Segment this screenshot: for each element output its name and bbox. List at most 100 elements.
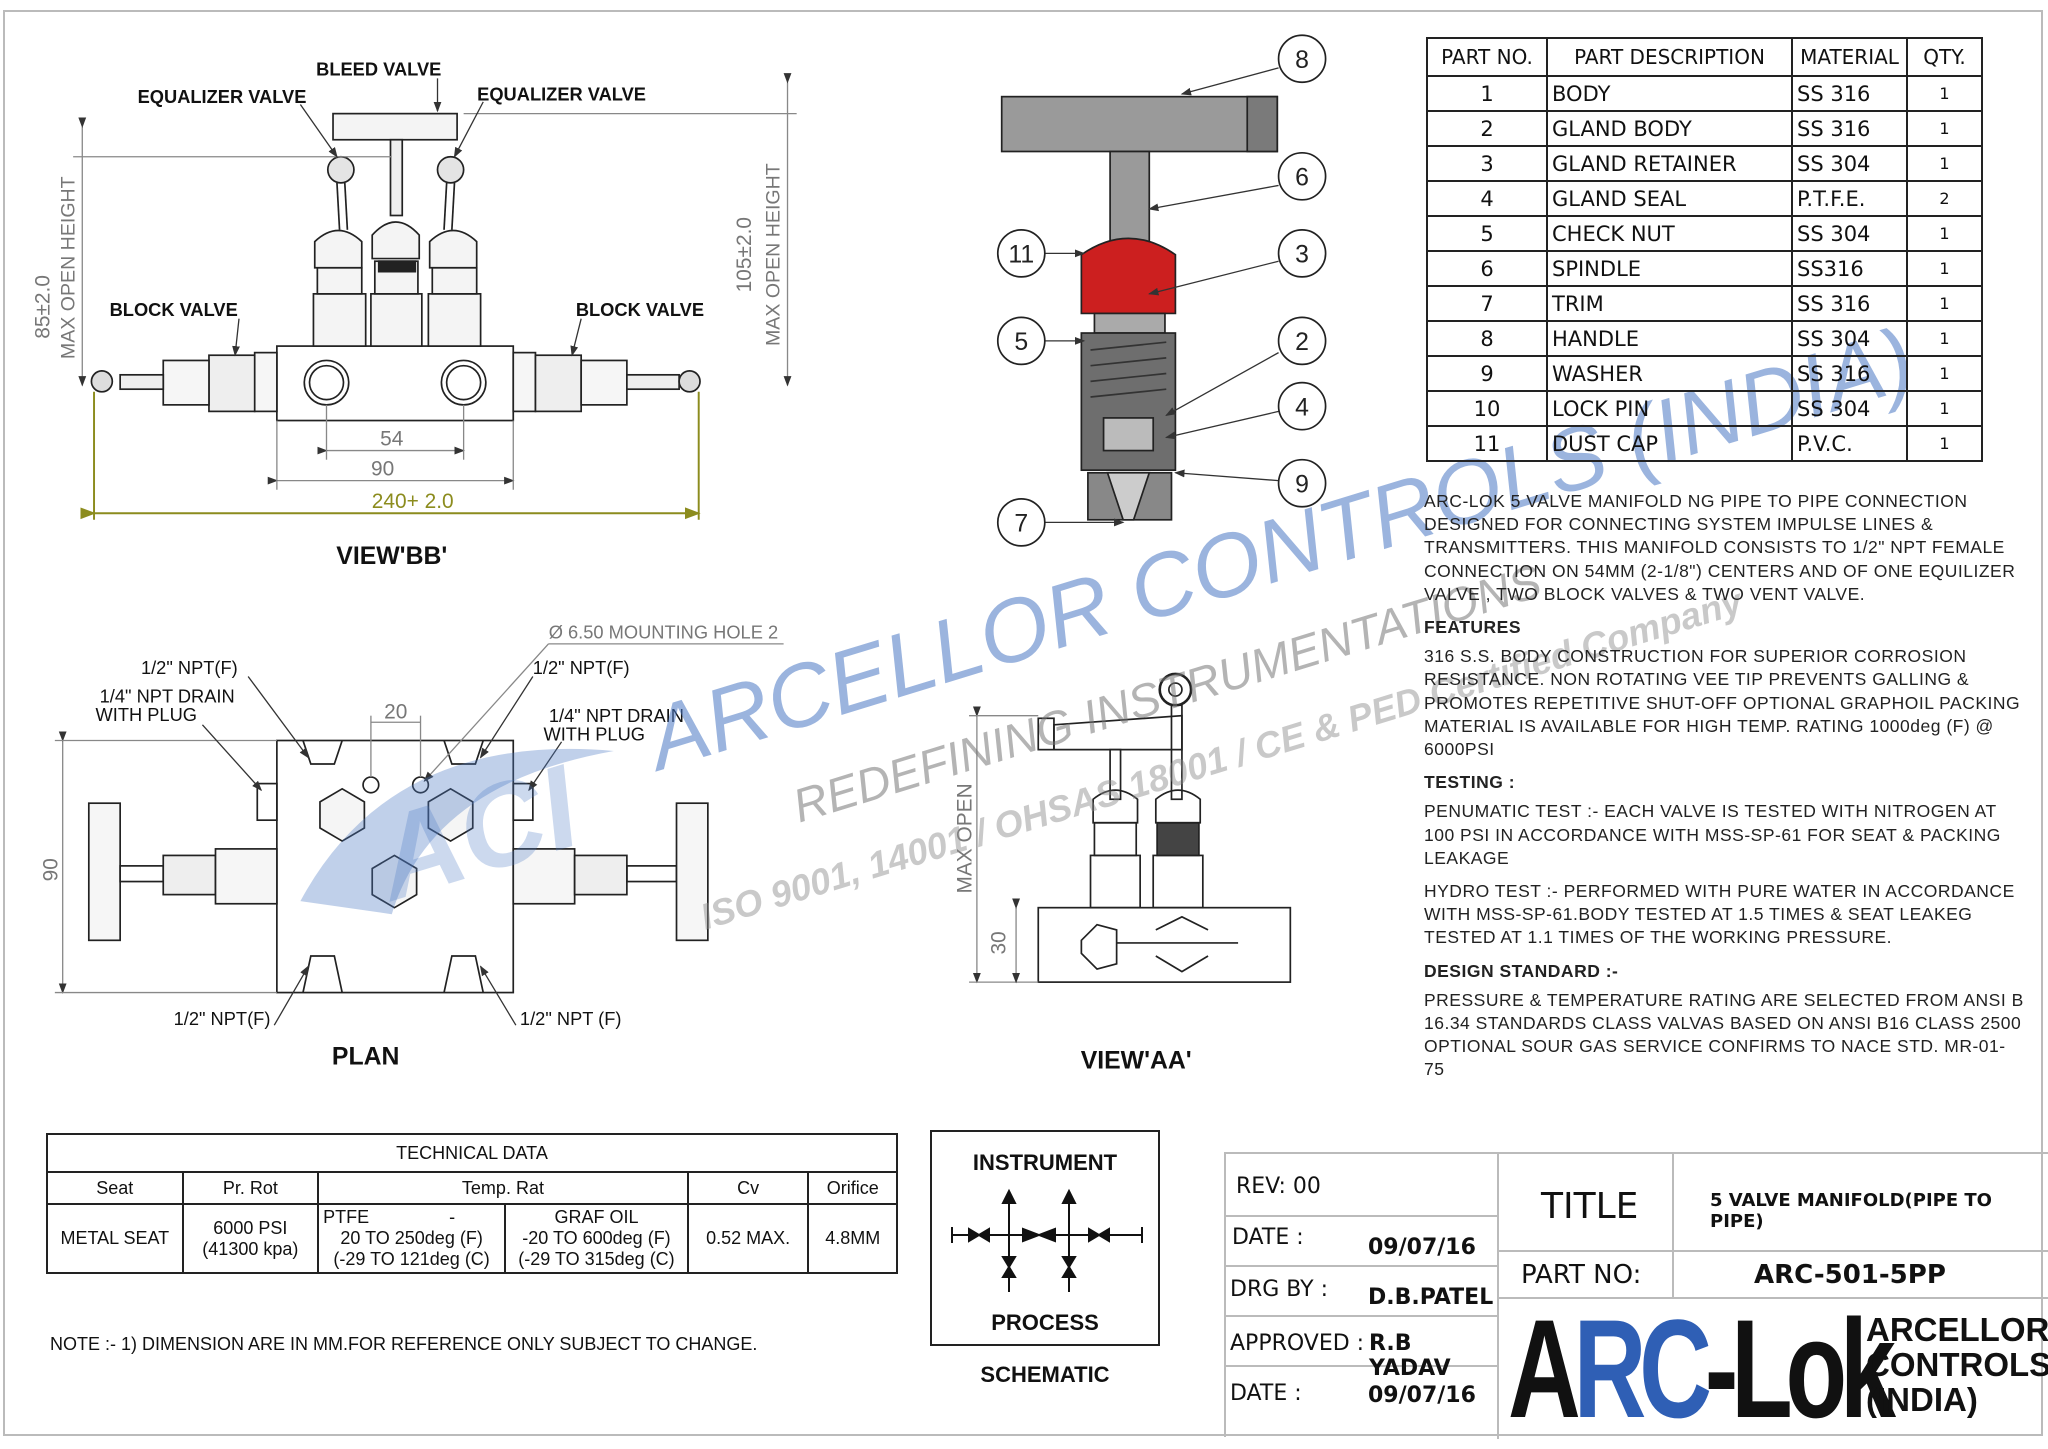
part-description: TRIM (1546, 285, 1793, 322)
label-block-left: BLOCK VALVE (110, 299, 238, 320)
part-no: 1 (1426, 75, 1548, 112)
tech-ptfe: PTFE -20 TO 250deg (F)(-29 TO 121deg (C) (317, 1203, 507, 1274)
schematic-process: PROCESS (991, 1310, 1099, 1335)
part-description: LOCK PIN (1546, 390, 1793, 427)
part-material: SS 316 (1791, 285, 1908, 322)
tech-cv: 0.52 MAX. (686, 1203, 810, 1274)
label-drain-l2: WITH PLUG (96, 704, 197, 725)
label-npt-bl: 1/2" NPT(F) (174, 1008, 271, 1029)
part-qty: 1 (1906, 215, 1983, 252)
balloon-8: 8 (1295, 47, 1309, 74)
aci-logo-swoosh (300, 748, 614, 915)
design-standard-heading: DESIGN STANDARD :- (1424, 960, 1619, 981)
part-material: SS316 (1791, 250, 1908, 287)
dim-left-label: MAX OPEN HEIGHT (57, 176, 79, 359)
tech-title: TECHNICAL DATA (46, 1133, 898, 1173)
part-material: SS 316 (1791, 75, 1908, 112)
plan-dim-90: 90 (39, 858, 62, 881)
view-bb (73, 73, 797, 520)
logo-lok: -Lok (1704, 1290, 1896, 1447)
pressure-psi: 6000 PSI (213, 1217, 288, 1238)
label-equalizer-left: EQUALIZER VALVE (138, 86, 307, 107)
balloon-9: 9 (1295, 471, 1309, 498)
rev-label: REV: 00 (1236, 1174, 1321, 1199)
schematic-box: INSTRUMENT PROCESS (930, 1130, 1160, 1346)
testing-heading: TESTING : (1424, 772, 1516, 793)
part-qty: 1 (1906, 75, 1983, 112)
dim-85: 85±2.0 (32, 275, 55, 339)
part-description: WASHER (1546, 355, 1793, 392)
drawing-title: 5 VALVE MANIFOLD(PIPE TO PIPE) (1710, 1190, 1992, 1232)
date2-label: DATE : (1230, 1381, 1302, 1406)
part-description: GLAND SEAL (1546, 180, 1793, 217)
part-qty: 1 (1906, 285, 1983, 322)
part-material: P.T.F.E. (1791, 180, 1908, 217)
part-material: SS 304 (1791, 390, 1908, 427)
part-material: P.V.C. (1791, 425, 1908, 462)
part-qty: 1 (1906, 390, 1983, 427)
label-npt-tl: 1/2" NPT(F) (141, 657, 238, 678)
schematic-symbol-icon (951, 1188, 1143, 1292)
grafoil-c: (-29 TO 315deg (C) (518, 1249, 675, 1269)
drg-by-label: DRG BY : (1230, 1277, 1329, 1302)
part-description: SPINDLE (1546, 250, 1793, 287)
view-aa-title: VIEW'AA' (1081, 1047, 1192, 1074)
part-no: 8 (1426, 320, 1548, 357)
logo-a: A (1508, 1290, 1581, 1447)
tech-pressure: 6000 PSI(41300 kpa) (181, 1203, 320, 1274)
label-drain-r1: 1/4" NPT DRAIN (549, 705, 684, 726)
tech-header-temp: Temp. Rat (317, 1171, 689, 1205)
dim-240: 240+ 2.0 (372, 490, 454, 513)
label-drain-l1: 1/4" NPT DRAIN (100, 686, 235, 707)
part-description: HANDLE (1546, 320, 1793, 357)
dim-105: 105±2.0 (733, 217, 756, 292)
approved-value: R.B YADAV (1369, 1331, 1451, 1381)
part-qty: 1 (1906, 425, 1983, 462)
cutaway-view (1000, 67, 1279, 527)
date2-value: 09/07/16 (1368, 1383, 1476, 1408)
label-block-right: BLOCK VALVE (576, 299, 704, 320)
part-material: SS 304 (1791, 320, 1908, 357)
pneumatic-test-text: PENUMATIC TEST :- EACH VALVE IS TESTED W… (1424, 801, 2001, 868)
part-no: 10 (1426, 390, 1548, 427)
part-qty: 1 (1906, 320, 1983, 357)
tech-header-seat: Seat (46, 1171, 184, 1205)
dim-right-label: MAX OPEN HEIGHT (763, 163, 785, 346)
dim-max-open: MAX OPEN (954, 783, 977, 893)
balloon-6: 6 (1295, 164, 1309, 191)
design-standard-text: PRESSURE & TEMPERATURE RATING ARE SELECT… (1424, 989, 2024, 1080)
intro-text: ARC-LOK 5 VALVE MANIFOLD NG PIPE TO PIPE… (1424, 491, 2016, 604)
part-no: 4 (1426, 180, 1548, 217)
part-no: 2 (1426, 110, 1548, 147)
part-qty: 1 (1906, 355, 1983, 392)
label-npt-tr: 1/2" NPT(F) (533, 657, 630, 678)
part-qty: 1 (1906, 145, 1983, 182)
arc-lok-logo: ARC-Lok (1508, 1299, 1896, 1439)
part-no: 3 (1426, 145, 1548, 182)
part-no: 6 (1426, 250, 1548, 287)
tech-grafoil: GRAF OIL-20 TO 600deg (F)(-29 TO 315deg … (504, 1203, 689, 1274)
note-text: NOTE :- 1) DIMENSION ARE IN MM.FOR REFER… (50, 1334, 758, 1354)
approved-label: APPROVED : (1230, 1331, 1365, 1356)
ptfe-f: 20 TO 250deg (F) (340, 1228, 483, 1248)
balloon-3: 3 (1295, 242, 1309, 269)
company-line-1: ARCELLOR (1866, 1311, 2048, 1348)
header-material: MATERIAL (1791, 37, 1908, 77)
parts-header: PART NO. PART DESCRIPTION MATERIAL QTY. (1426, 37, 1983, 77)
part-material: SS 316 (1791, 355, 1908, 392)
grafoil-f: -20 TO 600deg (F) (522, 1228, 671, 1248)
part-description: CHECK NUT (1546, 215, 1793, 252)
part-no: 9 (1426, 355, 1548, 392)
features-text: 316 S.S. BODY CONSTRUCTION FOR SUPERIOR … (1424, 646, 2021, 760)
part-description: GLAND BODY (1546, 110, 1793, 147)
part-qty: 1 (1906, 250, 1983, 287)
pressure-kpa: (41300 kpa) (202, 1238, 299, 1259)
